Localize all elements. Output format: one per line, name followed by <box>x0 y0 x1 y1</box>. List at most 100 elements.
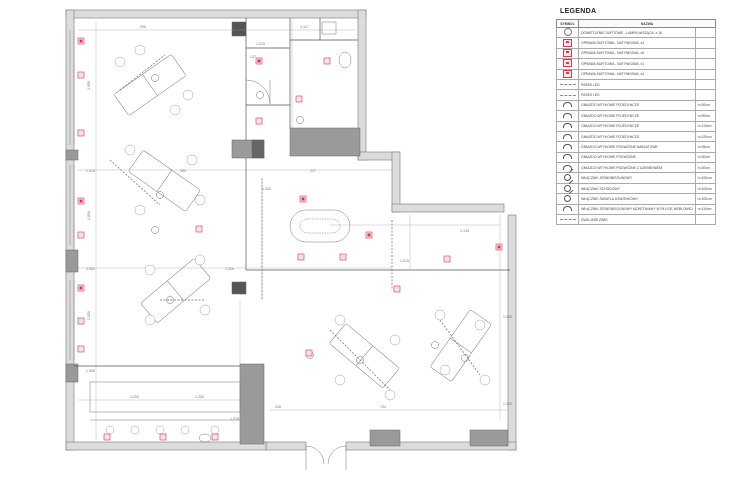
svg-text:1.215: 1.215 <box>230 417 239 421</box>
svg-text:1.650: 1.650 <box>87 211 91 220</box>
sw-symbol-icon <box>564 194 572 202</box>
legend-symbol <box>555 182 580 195</box>
legend-height <box>694 89 717 101</box>
svg-text:1.352: 1.352 <box>262 187 271 191</box>
box-symbol-icon <box>563 59 573 68</box>
legend-symbol <box>555 89 580 101</box>
svg-text:2.050: 2.050 <box>87 311 91 320</box>
legend-desc: OPRAWA SUFITOWA - NATYNKOWA, x6 <box>578 47 696 60</box>
legend-col-symbol: SYMBOL <box>555 19 580 28</box>
legend-height: h=100cm <box>694 172 717 184</box>
legend-symbol <box>555 110 580 122</box>
legend-desc: GNIAZDO WTYKOWE PODWÓJNE <box>578 151 696 164</box>
svg-text:1.200: 1.200 <box>130 395 139 399</box>
door-swings <box>245 79 347 470</box>
svg-text:227: 227 <box>310 169 316 173</box>
line-symbol-icon <box>559 219 576 221</box>
legend-desc: WŁĄCZNIK JEDNOBIEGUNOWY MONTOWANY W PŁYC… <box>578 203 696 216</box>
line-symbol-icon <box>559 94 576 96</box>
legend-symbol <box>555 214 580 226</box>
svg-text:1.117: 1.117 <box>300 25 309 29</box>
legend-row: PASEK LED <box>555 89 717 101</box>
svg-text:1.308: 1.308 <box>503 315 512 319</box>
legend-row: OPRAWA SUFITOWA - NATYNKOWA, x4 <box>555 37 717 49</box>
legend-desc: GNIAZDO WTYKOWE POJEDYNCZE <box>578 130 696 143</box>
svg-text:1.306: 1.306 <box>86 369 95 373</box>
legend-desc: OPRAWA SUFITOWA - NATYNKOWA, x2 <box>578 68 696 80</box>
legend-panel: LEGENDA SYMBOL NAZWA DOWIETLENIE SUFITOW… <box>555 8 717 226</box>
legend-desc: OPRAWA SUFITOWA - NATYNKOWA, x1 <box>578 58 696 70</box>
legend-height: h=100cm <box>694 193 717 205</box>
legend-symbol <box>555 68 580 80</box>
svg-text:1.303: 1.303 <box>503 402 512 406</box>
legend-desc: PASEK LED <box>578 89 696 101</box>
legend-height <box>694 58 717 70</box>
legend-desc: WŁĄCZNIK SCHODOWY <box>578 182 696 195</box>
legend-symbol <box>555 172 580 184</box>
legend-height: h=110cm <box>694 203 717 216</box>
legend-height: h=30cm <box>694 99 717 112</box>
legend-height: h=95cm <box>694 141 717 153</box>
desk-clusters <box>89 54 492 421</box>
legend-row: DWA LINIE ZWIS <box>555 214 717 226</box>
walls <box>65 9 517 451</box>
legend-height: h=30cm <box>694 151 717 164</box>
legend-desc: PASEK LED <box>578 78 696 91</box>
legend-row: WŁĄCZNIK JEDNOBIEGUNOWY MONTOWANY W PŁYC… <box>555 203 717 216</box>
sock-symbol-icon <box>563 154 573 160</box>
legend-symbol <box>555 47 580 60</box>
fixture-centers <box>79 39 501 290</box>
svg-text:744: 744 <box>380 405 386 409</box>
legend-desc: DWA LINIE ZWIS <box>578 214 696 226</box>
svg-text:296: 296 <box>140 25 146 29</box>
legend-height <box>694 214 717 226</box>
legend-height: h=100cm <box>694 182 717 195</box>
legend-symbol <box>555 58 580 70</box>
legend-height: h=120cm <box>694 130 717 143</box>
legend-height: h=110cm <box>694 120 717 132</box>
sock-symbol-icon <box>563 102 573 108</box>
legend-height <box>694 47 717 60</box>
svg-text:246: 246 <box>275 405 281 409</box>
svg-text:137: 137 <box>250 55 256 59</box>
sock-symbol-icon <box>563 164 573 170</box>
legend-desc: GNIAZDO WTYKOWE POJEDYNCZE <box>578 120 696 132</box>
legend-symbol <box>555 203 580 216</box>
legend-header-row: SYMBOL NAZWA <box>555 19 716 28</box>
wall-segments-dark <box>65 21 509 447</box>
legend-symbol <box>555 193 580 205</box>
legend-symbol <box>555 78 580 91</box>
legend-desc: GNIAZDO WTYKOWE POJEDYNCZE <box>578 99 696 112</box>
bathroom-fixtures <box>198 21 352 443</box>
legend-height <box>694 26 717 39</box>
box-symbol-icon <box>563 69 573 78</box>
legend-row: OPRAWA SUFITOWA - NATYNKOWA, x2 <box>555 68 717 80</box>
sock-symbol-icon <box>563 206 573 212</box>
svg-text:1.315: 1.315 <box>256 42 265 46</box>
legend-symbol <box>555 120 580 132</box>
legend-symbol <box>555 151 580 164</box>
floor-plan: 296 1.650 1.650 2.050 1.117 1.513 227 36… <box>65 9 517 470</box>
legend-desc: GNIAZDO WTYKOWE PODWÓJNE Z UZIEMIENIEM <box>578 162 696 174</box>
legend-symbol <box>555 141 580 153</box>
legend-table: SYMBOL NAZWA DOWIETLENIE SUFITOWE - LAMP… <box>555 19 717 226</box>
svg-text:2.562: 2.562 <box>86 267 95 271</box>
dimension-lines <box>78 20 506 440</box>
legend-height <box>694 78 717 91</box>
sock-symbol-icon <box>563 123 573 129</box>
legend-desc: OPRAWA SUFITOWA - NATYNKOWA, x4 <box>578 37 696 49</box>
sw-symbol-icon <box>564 184 572 192</box>
legend-row: OPRAWA SUFITOWA - NATYNKOWA, x1 <box>555 58 717 70</box>
legend-desc: WŁĄCZNIK JEDNOBIEGUNOWY <box>578 172 696 184</box>
legend-title: LEGENDA <box>560 8 597 15</box>
sw-symbol-icon <box>564 174 572 182</box>
svg-text:1.200: 1.200 <box>195 395 204 399</box>
